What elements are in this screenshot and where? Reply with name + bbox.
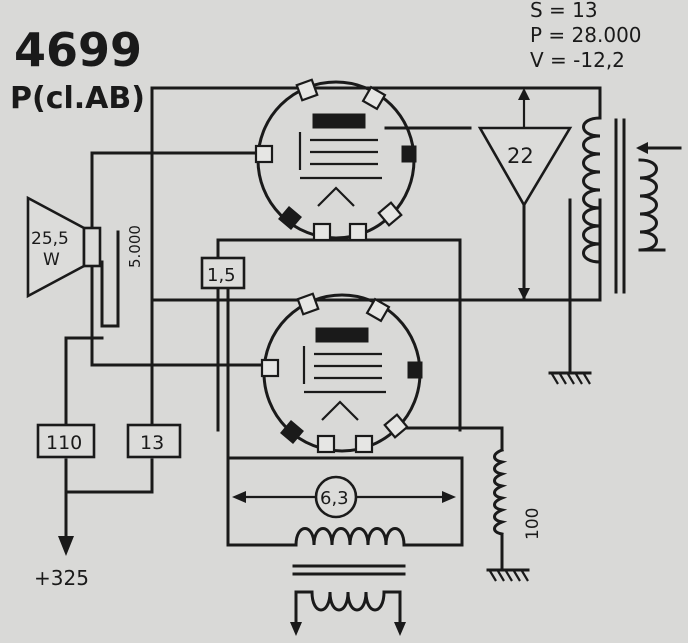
ground-symbol-upper — [548, 371, 592, 385]
spec-load: P = 28.000 — [530, 23, 642, 47]
lower-tube — [260, 292, 423, 454]
cathode-resistor — [493, 448, 508, 536]
upper-tube — [254, 78, 417, 242]
feedback-value: 22 — [507, 144, 534, 168]
wiring — [64, 86, 602, 572]
screen-resistor-box — [200, 256, 246, 290]
spec-bias: V = -12,2 — [530, 48, 625, 72]
cathode-resistor-value: 100 — [523, 508, 543, 540]
screen-resistor-value: 1,5 — [207, 265, 236, 286]
grid-resistor-box — [126, 423, 182, 459]
spec-slope: S = 13 — [530, 0, 598, 22]
loudspeaker — [26, 195, 102, 299]
supply-arrow — [58, 528, 74, 556]
plate-resistor-value: 110 — [46, 432, 82, 454]
grid-resistor-value: 13 — [140, 432, 164, 454]
plate-resistor-box — [36, 423, 96, 459]
speaker-power: 25,5 — [31, 229, 69, 249]
load-impedance: 5.000 — [126, 225, 144, 268]
tube-number: 4699 — [14, 23, 142, 77]
amplifier-class: P(cl.AB) — [10, 81, 145, 116]
ground-symbol-lower — [486, 568, 530, 582]
heater-voltage: 6,3 — [320, 488, 349, 509]
heater-transformer — [290, 527, 406, 636]
heater-indicator — [232, 475, 456, 519]
feedback-triangle — [477, 88, 573, 300]
output-transformer — [582, 116, 682, 294]
speaker-unit: W — [43, 250, 60, 270]
supply-voltage: +325 — [34, 566, 89, 590]
